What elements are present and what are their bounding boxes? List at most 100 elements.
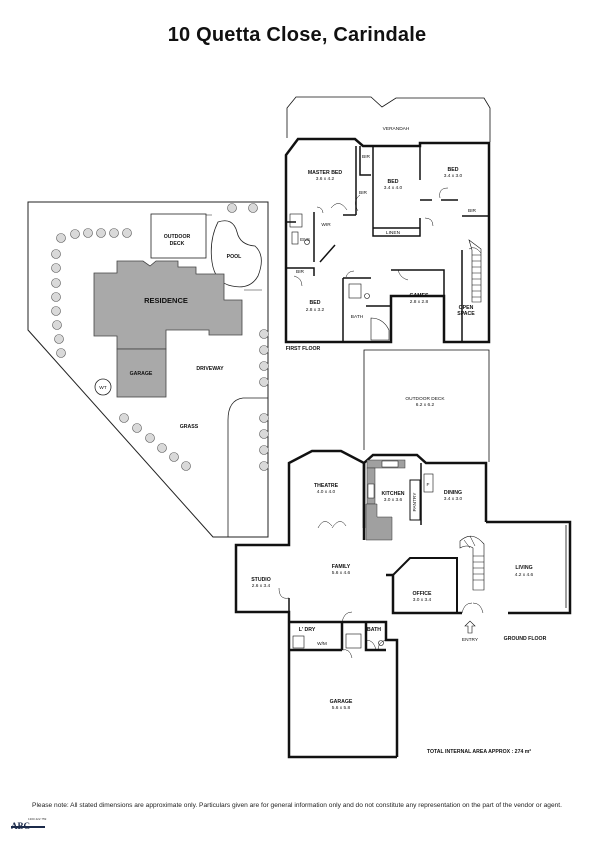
gf-pantry-label: PANTRY: [412, 492, 418, 512]
ff-bed2-name: BED: [448, 167, 459, 173]
gf-garage-name: GARAGE: [330, 699, 353, 705]
site-grass-label: GRASS: [180, 424, 199, 430]
gf-studio-dims: 2.6 x 3.4: [252, 583, 271, 589]
pool-shape: [210, 220, 262, 288]
site-garage-label: GARAGE: [130, 371, 153, 377]
ens-vanity: [291, 231, 299, 245]
site-pool-label: POOL: [227, 254, 243, 260]
page-title: 10 Quetta Close, Carindale: [167, 24, 427, 46]
pool-fence: [206, 214, 262, 291]
gf-office-name: OFFICE: [412, 591, 432, 597]
gf-floor-label: GROUND FLOOR: [504, 636, 547, 642]
bath-toilet: [364, 293, 370, 299]
disclaimer: Please note: All stated dimensions are a…: [32, 802, 562, 809]
gf-kitchen-name: KITCHEN: [381, 491, 404, 497]
gf-entry-label: ENTRY: [462, 637, 479, 643]
gf-bath-label: BATH: [367, 627, 381, 633]
gf-bath-toilet: [378, 640, 384, 646]
gf-fridge-label: F: [427, 482, 430, 488]
gf-family-name: FAMILY: [332, 564, 351, 570]
site-boundary: [27, 201, 269, 538]
bath-shower: [348, 283, 362, 299]
gf-garage-dims: 5.6 x 5.8: [332, 705, 351, 711]
bath-tub: [370, 317, 390, 341]
ff-games-name: GAMES: [409, 293, 429, 299]
gf-kitchen-dining-walls: [362, 453, 488, 540]
gf-outdoor-deck-dims: 6.2 x 6.2: [416, 402, 435, 408]
ff-master-bed-name: MASTER BED: [308, 170, 343, 176]
gf-studio-name: STUDIO: [251, 577, 271, 583]
total-area: TOTAL INTERNAL AREA APPROX : 274 m²: [427, 749, 532, 755]
ff-stair: [468, 239, 482, 303]
laundry-tub: [292, 635, 305, 649]
ens-shower: [289, 213, 303, 228]
gf-family-dims: 5.6 x 4.6: [332, 570, 351, 576]
site-driveway-label: DRIVEWAY: [196, 366, 224, 372]
ff-bir-label-1: BIR: [359, 190, 368, 196]
gf-theatre-name: THEATRE: [314, 483, 339, 489]
gf-bath-shower: [345, 633, 362, 649]
gf-inner-walls: [288, 463, 422, 612]
ens-toilet: [304, 239, 310, 245]
ff-bir-label-4: BIR: [296, 269, 305, 275]
gf-dining-dims: 3.4 x 3.0: [444, 496, 463, 502]
gf-living-dims: 4.2 x 4.6: [515, 572, 534, 578]
gf-dining-name: DINING: [444, 490, 462, 496]
gf-living-name: LIVING: [515, 565, 532, 571]
ff-bed3-dims: 2.8 x 3.2: [306, 307, 325, 313]
ff-stair-treads: [472, 254, 481, 298]
gf-doors: [278, 521, 484, 659]
ff-bed3-name: BED: [310, 300, 321, 306]
entry-arrow-icon: [464, 620, 476, 634]
gf-outer-walls: [234, 520, 572, 622]
ff-bed1-dims: 3.4 x 4.0: [384, 185, 403, 191]
gf-kitchen-dims: 3.0 x 3.6: [384, 497, 403, 503]
site-garage: [116, 348, 167, 398]
gf-wm-label: W/M: [317, 641, 327, 647]
kitchen-island: [365, 503, 393, 541]
site-outdoor-label-2: DECK: [170, 241, 185, 247]
gf-stair: [459, 535, 485, 591]
fridge-box: [423, 473, 434, 493]
pantry-box: [409, 479, 421, 521]
first-floor-plan: [284, 96, 491, 344]
deck-outline: [363, 349, 490, 462]
gf-office-dims: 3.0 x 3.4: [413, 597, 432, 603]
water-tank: [94, 378, 112, 396]
verandah-outline: [286, 96, 491, 142]
site-plan: RESIDENCE GARAGE OUTDOOR DECK POOL DRIVE…: [27, 201, 269, 538]
ff-inner-walls: [286, 146, 489, 342]
ff-bir-label-3: BIR: [468, 208, 477, 214]
site-outdoor-label-1: OUTDOOR: [164, 234, 191, 240]
gf-outdoor-deck-name: OUTDOOR DECK: [405, 396, 445, 402]
kitchen-sink: [381, 460, 399, 468]
gf-stair-treads: [463, 535, 484, 581]
ff-bath-label: BATH: [351, 314, 364, 320]
site-outdoor-deck: [150, 213, 207, 259]
ff-open-space-2: SPACE: [457, 311, 475, 317]
gf-laundry-label: L' DRY: [299, 627, 316, 633]
ff-games-dims: 2.8 x 2.8: [410, 299, 429, 305]
ff-wir-label: WIR: [321, 222, 331, 228]
cooktop: [367, 483, 375, 499]
ff-linen-label: LINEN: [386, 230, 401, 236]
ff-floor-label: FIRST FLOOR: [286, 346, 321, 352]
ff-doors: [293, 187, 482, 287]
ground-floor-plan: [234, 349, 572, 759]
gf-service-walls: [287, 620, 399, 759]
ff-verandah-label: VERANDAH: [383, 126, 410, 132]
site-wt-label: WT: [99, 385, 107, 391]
site-residence: [93, 260, 243, 350]
gf-office-walls: [392, 557, 458, 613]
logo-phone: 1300 422 759: [28, 817, 47, 821]
ff-bed1-name: BED: [388, 179, 399, 185]
gf-theatre-dims: 4.0 x 4.0: [317, 489, 336, 495]
trees: [51, 203, 269, 471]
site-residence-label: RESIDENCE: [144, 296, 188, 305]
driveway-curve: [227, 397, 268, 537]
ff-master-bed-dims: 3.6 x 4.2: [316, 176, 335, 182]
logo-bar: [11, 826, 45, 828]
ff-bir-label-2: BIR: [362, 154, 371, 160]
agency-logo: ABC 1300 422 759: [11, 816, 46, 831]
